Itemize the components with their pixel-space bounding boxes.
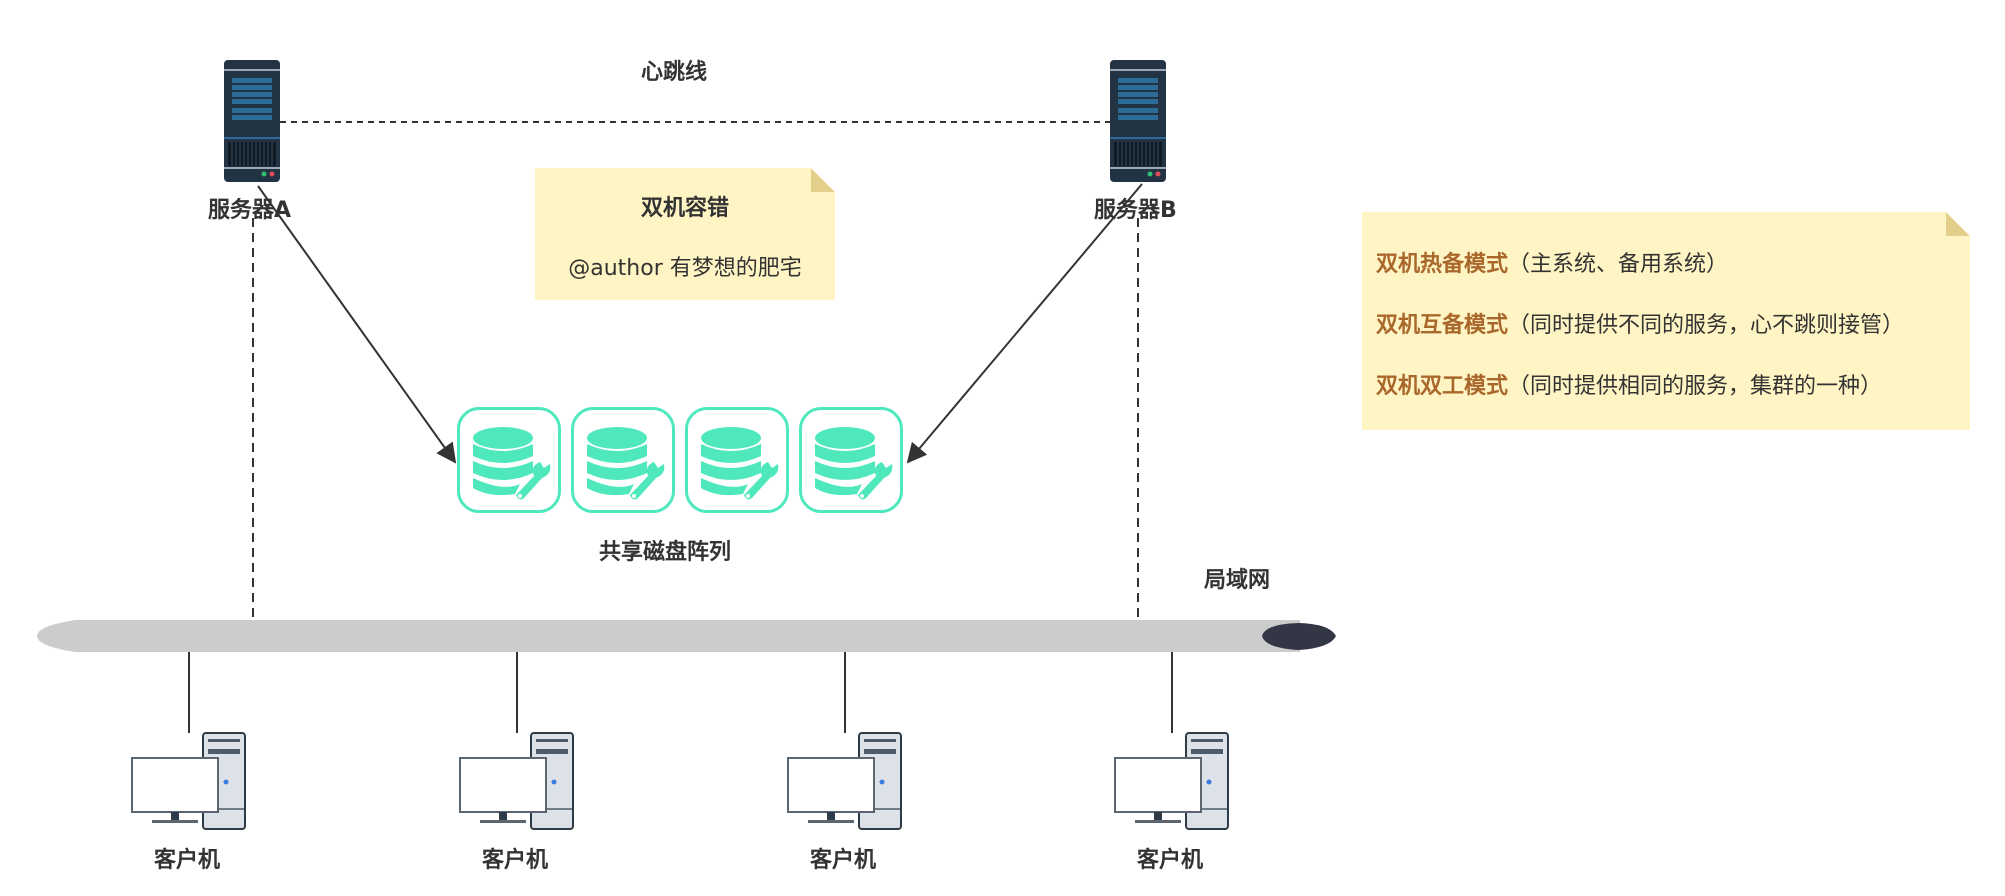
title-note-heading: 双机容错 [640, 196, 729, 221]
desktop-computer-icon [459, 732, 574, 830]
client-4[interactable]: 客户机 [1113, 732, 1233, 873]
mode-key: 双机热备模式 [1376, 252, 1509, 277]
lan-endpoint [1262, 623, 1336, 650]
server-b-disk-arrow [906, 183, 1143, 464]
disk-1[interactable] [457, 407, 561, 513]
disk-4[interactable] [799, 407, 903, 513]
client-3[interactable]: 客户机 [786, 732, 906, 873]
note-fold-corner [1946, 212, 1970, 236]
mode-item: 双机热备模式（主系统、备用系统） [1376, 246, 1970, 278]
client-2-label: 客户机 [482, 848, 549, 873]
lan-label: 局域网 [1204, 568, 1271, 593]
disk-3[interactable] [685, 407, 789, 513]
server-a-disk-arrow [257, 185, 457, 464]
mode-desc: （同时提供相同的服务，集群的一种） [1508, 374, 1883, 399]
database-wrench-icon [473, 427, 551, 500]
mode-item: 双机互备模式（同时提供不同的服务，心不跳则接管） [1376, 307, 1970, 339]
title-note: 双机容错 @author 有梦想的肥宅 [535, 168, 835, 300]
desktop-computer-icon [787, 732, 902, 830]
server-a-label: 服务器A [208, 198, 292, 223]
modes-note: 双机热备模式（主系统、备用系统） 双机互备模式（同时提供不同的服务，心不跳则接管… [1362, 212, 1970, 430]
server-b-icon[interactable] [1110, 60, 1166, 182]
server-a-icon[interactable] [224, 60, 280, 182]
database-wrench-icon [815, 427, 893, 500]
disk-array-label: 共享磁盘阵列 [599, 540, 732, 565]
database-wrench-icon [587, 427, 665, 500]
modes-list: 双机热备模式（主系统、备用系统） 双机互备模式（同时提供不同的服务，心不跳则接管… [1362, 212, 1970, 400]
heartbeat-label: 心跳线 [641, 60, 708, 85]
server-b-label: 服务器B [1094, 198, 1177, 223]
desktop-computer-icon [1114, 732, 1229, 830]
client-1-label: 客户机 [154, 848, 221, 873]
client-4-label: 客户机 [1137, 848, 1204, 873]
client-1[interactable]: 客户机 [130, 732, 250, 873]
disk-2[interactable] [571, 407, 675, 513]
lan-bar [37, 620, 1300, 652]
mode-desc: （主系统、备用系统） [1508, 252, 1729, 277]
client-2[interactable]: 客户机 [458, 732, 578, 873]
mode-key: 双机互备模式 [1376, 313, 1509, 338]
database-wrench-icon [701, 427, 779, 500]
mode-item: 双机双工模式（同时提供相同的服务，集群的一种） [1376, 368, 1970, 400]
note-fold-corner [811, 168, 835, 192]
desktop-computer-icon [131, 732, 246, 830]
mode-key: 双机双工模式 [1376, 374, 1509, 399]
title-note-author: @author 有梦想的肥宅 [568, 256, 802, 281]
client-3-label: 客户机 [810, 848, 877, 873]
mode-desc: （同时提供不同的服务，心不跳则接管） [1508, 313, 1905, 338]
